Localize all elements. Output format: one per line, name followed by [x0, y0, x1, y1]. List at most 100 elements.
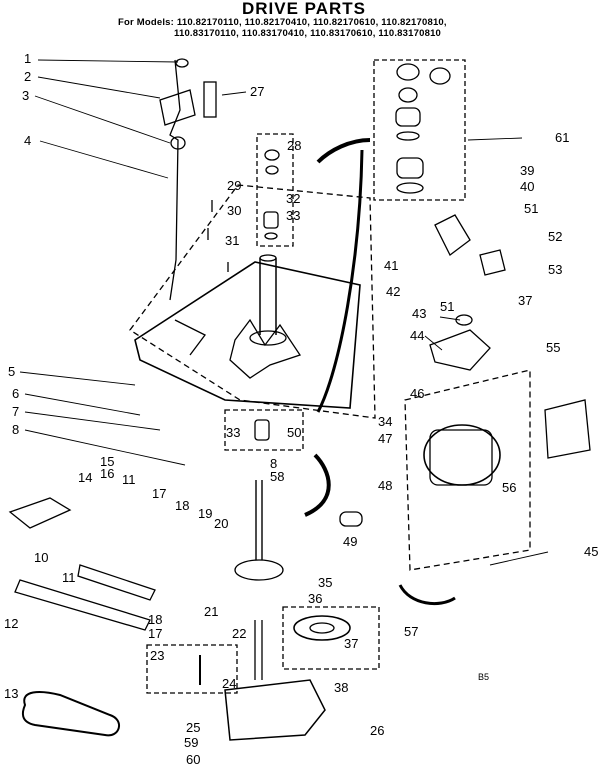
callout-2: 2 — [24, 69, 31, 84]
callout-16: 16 — [100, 466, 114, 481]
part-61-cap-2 — [429, 67, 451, 85]
callout-37b: 37 — [344, 636, 358, 651]
callout-39: 39 — [520, 163, 534, 178]
part-1 — [175, 58, 189, 68]
part-43 — [455, 314, 473, 326]
callout-23: 23 — [150, 648, 164, 663]
callout-36: 36 — [308, 591, 322, 606]
hose-58 — [304, 453, 331, 517]
bracket-39-40 — [434, 214, 471, 256]
callout-60: 60 — [186, 752, 200, 767]
callout-3: 3 — [22, 88, 29, 103]
callout-19: 19 — [198, 506, 212, 521]
parts-28-33-box — [256, 133, 294, 247]
pulley-box — [282, 606, 380, 670]
callout-13: 13 — [4, 686, 18, 701]
part-61-ring — [396, 182, 424, 194]
bracket-2 — [159, 89, 196, 126]
center-post — [259, 258, 277, 335]
diagram-artwork — [8, 58, 591, 741]
callout-29: 29 — [227, 178, 241, 193]
model-list-line-1: For Models: 110.82170110, 110.82170410, … — [118, 17, 447, 28]
part-47 — [339, 511, 363, 527]
callout-38: 38 — [334, 680, 348, 695]
leader-lines — [19, 59, 549, 566]
parts-61-box — [373, 59, 466, 201]
part-61-washer — [396, 131, 420, 141]
callout-33: 33 — [286, 208, 300, 223]
drive-shaft — [255, 480, 263, 560]
page-title: DRIVE PARTS — [241, 0, 367, 18]
part-32 — [263, 211, 279, 229]
callout-40: 40 — [520, 179, 534, 194]
part-10 — [8, 497, 72, 529]
callout-51: 51 — [524, 201, 538, 216]
callout-18: 18 — [175, 498, 189, 513]
transmission-26 — [224, 679, 326, 741]
motor-box — [404, 369, 531, 571]
callout-31: 31 — [225, 233, 239, 248]
callout-47: 47 — [378, 431, 392, 446]
callout-61: 61 — [555, 130, 569, 145]
part-44 — [429, 329, 491, 371]
callout-27: 27 — [250, 84, 264, 99]
callout-30: 30 — [227, 203, 241, 218]
base-plate — [134, 261, 361, 409]
part-27 — [203, 81, 217, 118]
clamp-57 — [398, 584, 456, 606]
callout-17b: 17 — [148, 626, 162, 641]
callout-56: 56 — [502, 480, 516, 495]
part-3 — [170, 136, 186, 150]
center-post-top — [259, 254, 277, 262]
callout-17: 17 — [152, 486, 166, 501]
callout-15: 15 — [100, 454, 114, 469]
callout-46: 46 — [410, 386, 424, 401]
callout-44: 44 — [410, 328, 424, 343]
motor-body — [429, 429, 493, 486]
callout-18b: 18 — [148, 612, 162, 627]
rail-16 — [77, 564, 156, 601]
part-61-seal — [396, 157, 424, 179]
part-61-bearing — [395, 107, 421, 127]
callout-11: 11 — [122, 472, 136, 487]
parts-23-24-box — [146, 644, 238, 694]
model-list-line-2: 110.83170110, 110.83170410, 110.83170610… — [174, 28, 442, 39]
callout-50: 50 — [287, 425, 301, 440]
callout-52: 52 — [548, 229, 562, 244]
model-list: For Models: 110.82170110, 110.82170410, … — [118, 17, 588, 39]
part-52 — [479, 249, 506, 276]
callout-35: 35 — [318, 575, 332, 590]
callout-57: 57 — [404, 624, 418, 639]
part-55-panel — [544, 399, 591, 459]
callout-1: 1 — [24, 51, 31, 66]
callout-58: 58 — [270, 469, 284, 484]
callout-42: 42 — [386, 284, 400, 299]
callout-21: 21 — [204, 604, 218, 619]
callout-25: 25 — [186, 720, 200, 735]
part-50 — [254, 419, 270, 441]
part-61-cap-1 — [396, 63, 420, 81]
part-20 — [234, 559, 284, 581]
callout-49: 49 — [343, 534, 357, 549]
callout-7: 7 — [12, 404, 19, 419]
callout-10: 10 — [34, 550, 48, 565]
pulley-37 — [293, 615, 351, 641]
callout-32: 32 — [286, 191, 300, 206]
callout-55: 55 — [546, 340, 560, 355]
callout-34: 34 — [378, 414, 392, 429]
callout-48: 48 — [378, 478, 392, 493]
footer-code: B5 — [478, 672, 489, 682]
callout-11b: 11 — [62, 570, 76, 585]
callout-37: 37 — [518, 293, 532, 308]
callout-33b: 33 — [226, 425, 240, 440]
arrow-to-28 — [316, 138, 371, 164]
shaft-lower — [254, 620, 263, 680]
callout-51b: 51 — [440, 299, 454, 314]
callout-45: 45 — [584, 544, 598, 559]
callout-8: 8 — [12, 422, 19, 437]
belt-13 — [21, 691, 120, 737]
callout-22: 22 — [232, 626, 246, 641]
part-61-cap-3 — [398, 87, 418, 103]
pulley-hub — [309, 622, 335, 634]
